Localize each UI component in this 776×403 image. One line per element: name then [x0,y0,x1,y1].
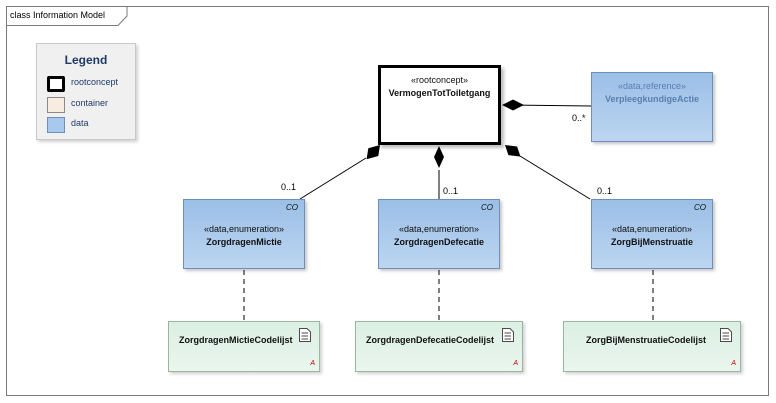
document-icon [502,328,514,342]
frame-tab-shape [6,6,128,26]
frame-title: class Information Model [10,10,106,20]
codelist-name: ZorgBijMenstruatieCodelijst [586,335,707,345]
node-stereotype: «data,enumeration» [398,224,480,234]
node-stereotype: «rootconcept» [410,75,469,85]
legend-label: rootconcept [71,77,119,87]
node-badge: CO [481,203,493,212]
node-badge: CO [286,203,298,212]
legend-swatch-rootconcept [47,76,65,92]
multiplicity-menstruatie: 0..1 [597,186,613,196]
node-name: ZorgdragenMictie [206,237,282,247]
node-name: ZorgdragenDefecatie [393,237,485,247]
node-name: VerpleegkundigeActie [604,94,700,104]
codelist-mark: A [513,360,518,367]
legend-label: container [71,98,109,108]
node-name: VermogenTotToiletgang [388,88,491,98]
edge-root-menstruatie [519,155,591,200]
codelist-zorgdragen-mictie[interactable]: ZorgdragenMictieCodelijst A [168,321,320,372]
multiplicity-reference: 0..* [572,113,586,123]
node-stereotype: «data,enumeration» [203,224,285,234]
edge-root-mictie [299,157,367,200]
node-zorgdragen-mictie[interactable]: CO «data,enumeration» ZorgdragenMictie [183,199,305,269]
composition-diamond-reference [502,99,524,111]
legend: Legend rootconcept container data [36,43,136,140]
codelist-mark: A [310,360,315,367]
codelist-zorg-bij-menstruatie[interactable]: ZorgBijMenstruatieCodelijst A [563,321,741,372]
codelist-zorgdragen-defecatie[interactable]: ZorgdragenDefecatieCodelijst A [355,321,523,372]
node-badge: CO [694,203,706,212]
node-zorg-bij-menstruatie[interactable]: CO «data,enumeration» ZorgBijMenstruatie [591,199,713,269]
codelist-name: ZorgdragenMictieCodelijst [179,335,293,345]
legend-title: Legend [64,53,108,67]
node-stereotype: «data,reference» [617,81,687,91]
composition-diamond-defecatie [434,146,444,168]
node-zorgdragen-defecatie[interactable]: CO «data,enumeration» ZorgdragenDefecati… [378,199,500,269]
node-name: ZorgBijMenstruatie [610,237,693,247]
document-icon [299,328,311,342]
composition-diamond-menstruatie [505,145,521,157]
legend-label: data [71,118,89,128]
legend-swatch-data [47,117,65,133]
multiplicity-mictie: 0..1 [281,182,297,192]
node-reference[interactable]: «data,reference» VerpleegkundigeActie [591,72,713,142]
composition-diamond-mictie [366,145,380,160]
codelist-name: ZorgdragenDefecatieCodelijst [366,335,495,345]
multiplicity-defecatie: 0..1 [443,186,459,196]
node-root-concept[interactable]: «rootconcept» VermogenTotToiletgang [378,65,501,145]
document-icon [720,328,732,342]
codelist-mark: A [731,360,736,367]
node-stereotype: «data,enumeration» [611,224,693,234]
legend-swatch-container [47,97,65,113]
